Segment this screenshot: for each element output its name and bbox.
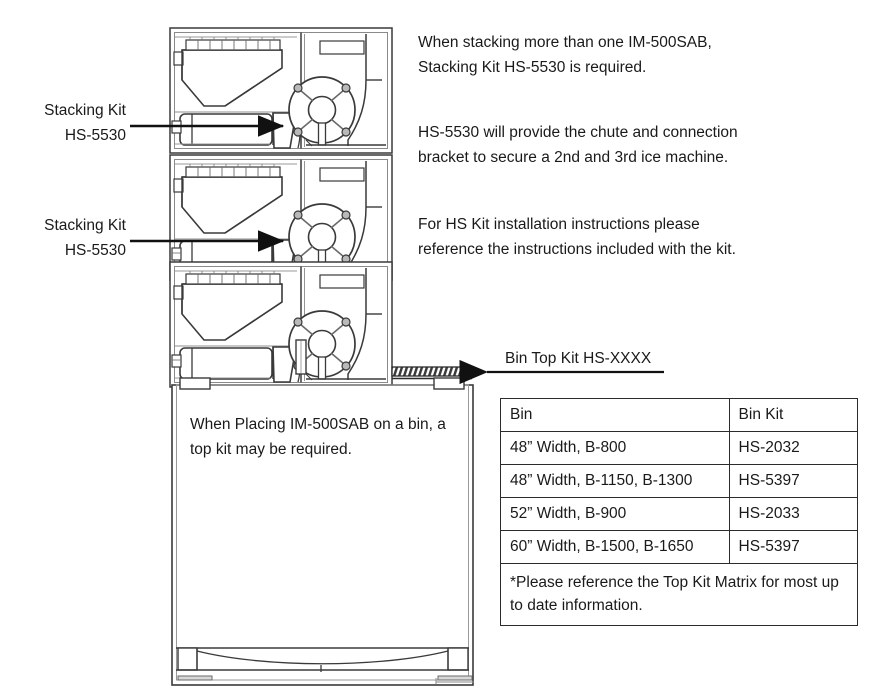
stacking-bracket-detail [295, 339, 307, 375]
ice-machine-unit-1 [169, 27, 393, 154]
table-row: 48” Width, B-1150, B-1300 HS-5397 [500, 464, 859, 498]
note-bin-top-kit: When Placing IM-500SAB on a bin, a top k… [190, 416, 446, 458]
cell-bin: 48” Width, B-1150, B-1300 [500, 464, 730, 498]
callout-stacking-kit-lower: Stacking Kit HS-5530 [44, 217, 126, 259]
table-row: 60” Width, B-1500, B-1650 HS-5397 [500, 530, 859, 564]
table-footnote: *Please reference the Top Kit Matrix for… [500, 563, 858, 626]
table-row: 52” Width, B-900 HS-2033 [500, 497, 859, 531]
ice-machine-unit-3 [169, 261, 393, 388]
bin-top-kit-strip [391, 366, 473, 380]
table-footnote-row: *Please reference the Top Kit Matrix for… [500, 563, 858, 626]
note-stacking-requirement: When stacking more than one IM-500SAB, S… [418, 34, 712, 76]
callout-bin-top-kit: Bin Top Kit HS-XXXX [505, 350, 652, 367]
note-stacking-kit-contents: HS-5530 will provide the chute and conne… [418, 124, 738, 166]
header-bin-kit: Bin Kit [728, 398, 859, 432]
cell-bin: 48” Width, B-800 [500, 431, 730, 465]
callout-stacking-kit-upper: Stacking Kit HS-5530 [44, 102, 126, 144]
cell-bin: 60” Width, B-1500, B-1650 [500, 530, 730, 564]
ice-machine-unit-2 [169, 154, 393, 281]
cell-bin-kit: HS-5397 [728, 464, 859, 498]
table-header-row: Bin Bin Kit [500, 398, 859, 432]
bin-kit-table: Bin Bin Kit 48” Width, B-800 HS-2032 48”… [500, 398, 859, 626]
header-bin: Bin [500, 398, 730, 432]
note-installation-instructions: For HS Kit installation instructions ple… [418, 216, 736, 258]
table-row: 48” Width, B-800 HS-2032 [500, 431, 859, 465]
cell-bin-kit: HS-5397 [728, 530, 859, 564]
cell-bin-kit: HS-2032 [728, 431, 859, 465]
cell-bin-kit: HS-2033 [728, 497, 859, 531]
cell-bin: 52” Width, B-900 [500, 497, 730, 531]
